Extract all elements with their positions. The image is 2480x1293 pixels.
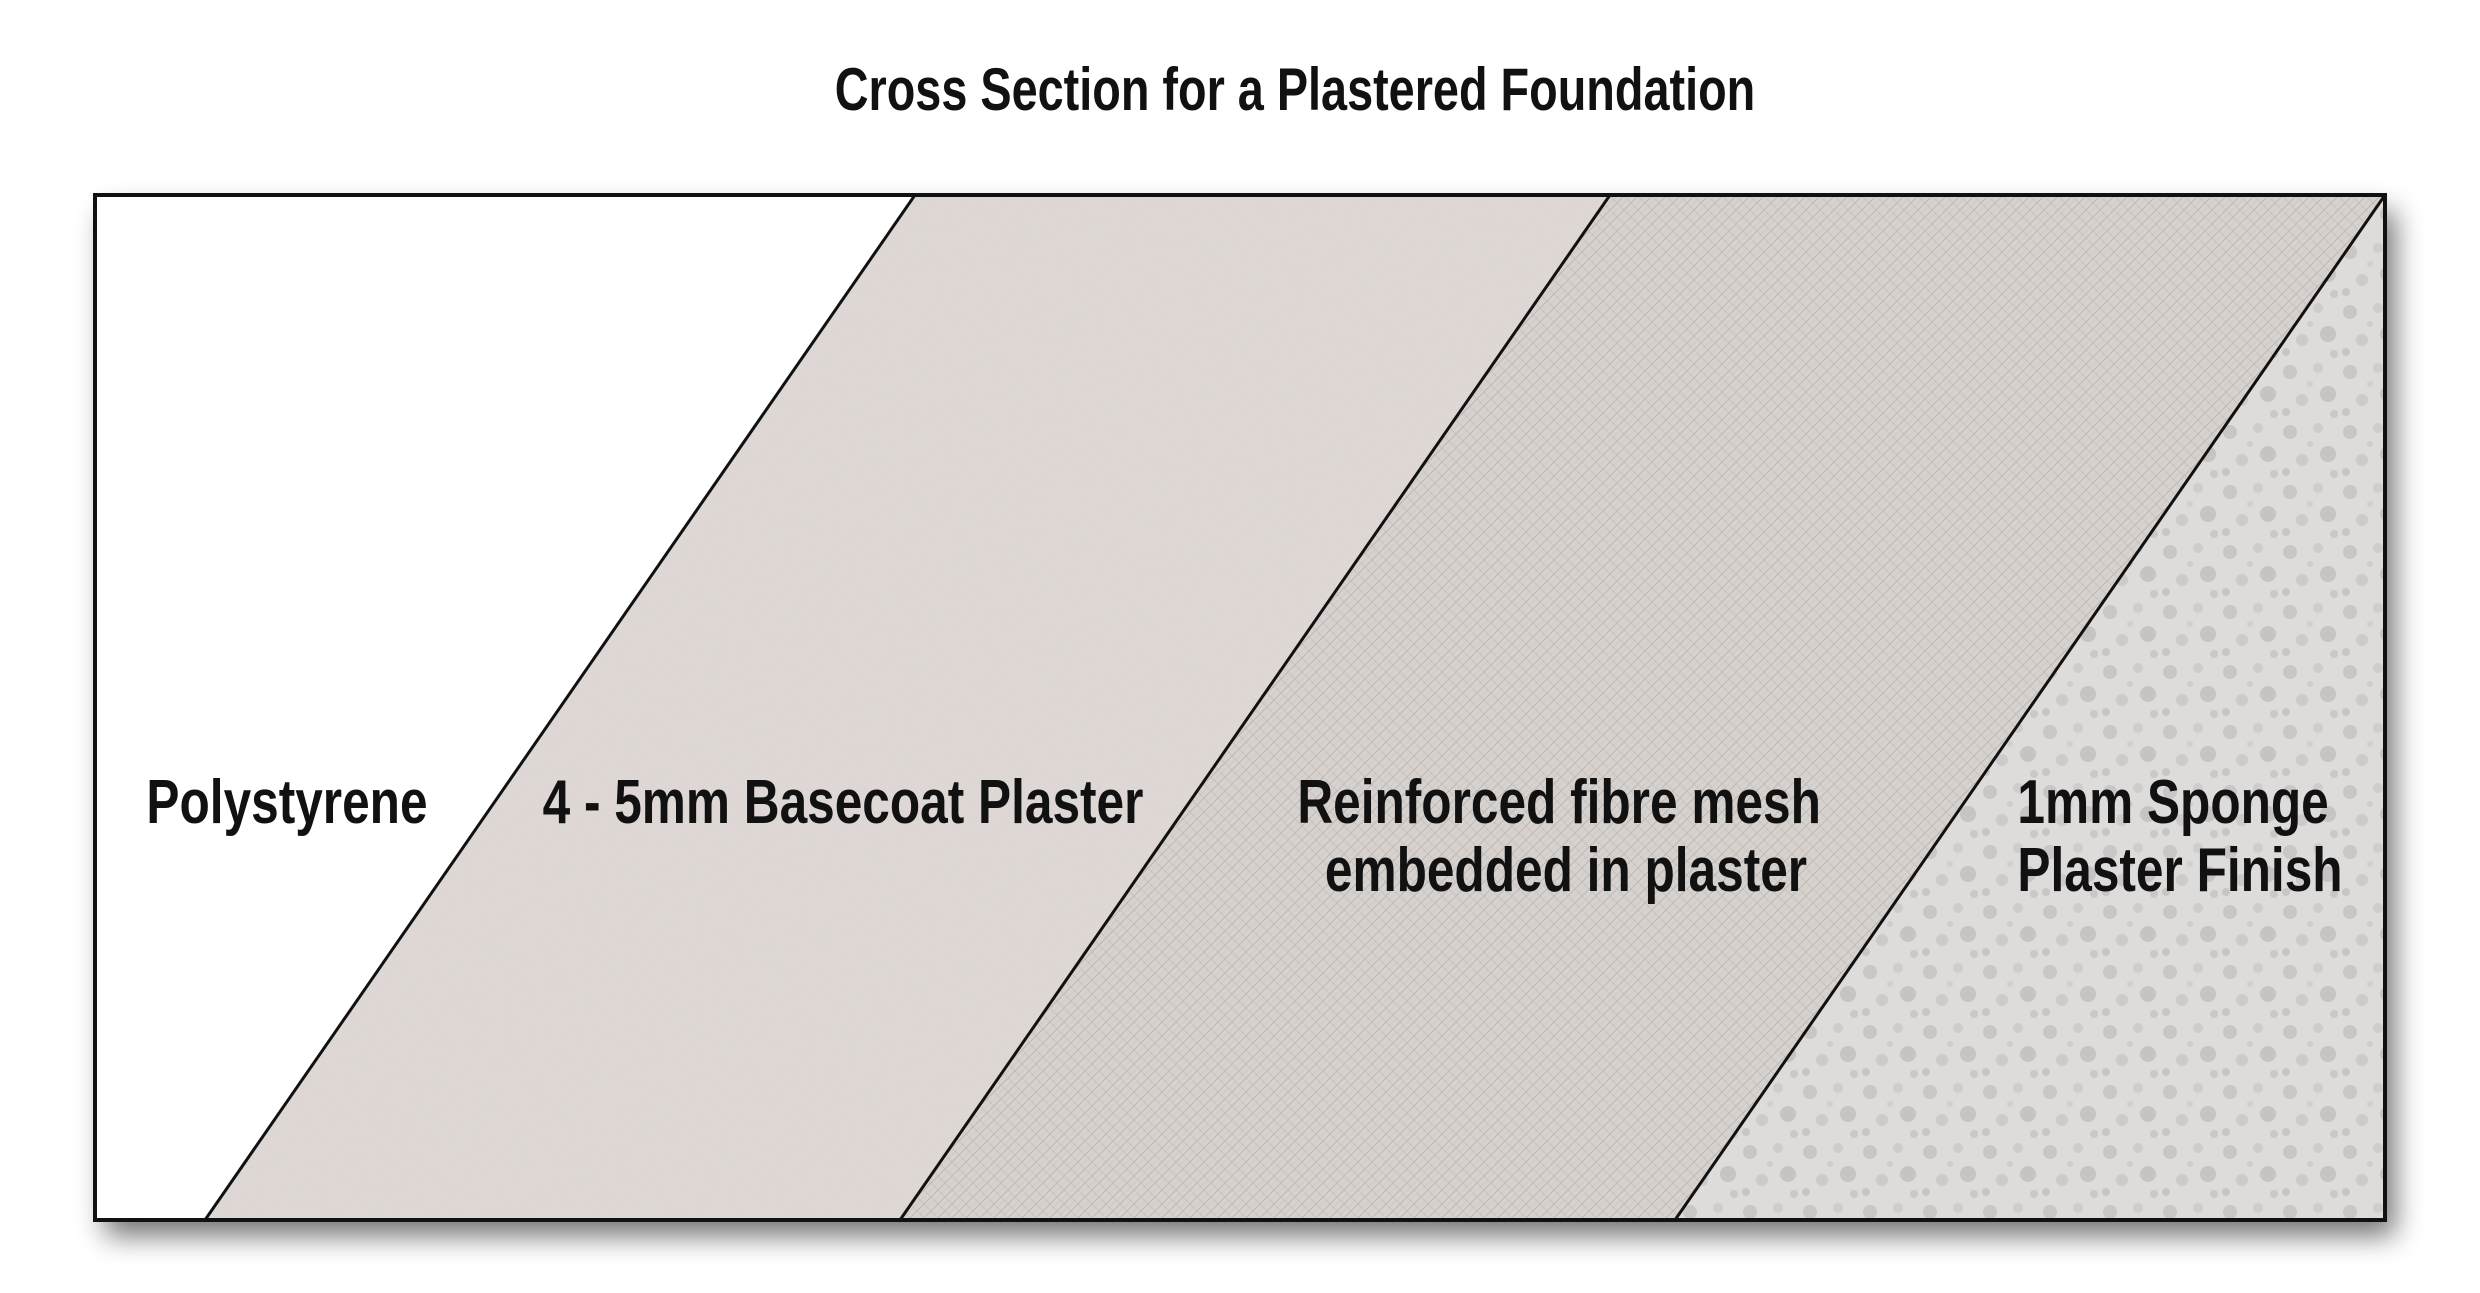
label-line: 4 - 5mm Basecoat Plaster: [543, 767, 1144, 837]
label-basecoat-plaster: 4 - 5mm Basecoat Plaster: [543, 767, 1144, 837]
label-polystyrene: Polystyrene: [146, 767, 427, 837]
label-line: Polystyrene: [146, 767, 427, 837]
divider-line: [1673, 194, 2387, 1221]
layer-fibre-mesh: [900, 195, 2385, 1220]
layer-polystyrene: [95, 195, 915, 1220]
label-line: 1mm Sponge: [2017, 767, 2328, 837]
label-line: Plaster Finish: [2017, 835, 2342, 905]
diagram-frame: [93, 193, 2387, 1222]
layer-basecoat-plaster: [205, 195, 1610, 1220]
label-line: embedded in plaster: [1325, 835, 1807, 905]
diagram-title: Cross Section for a Plastered Foundation: [834, 56, 1756, 123]
label-fibre-mesh: Reinforced fibre mesh embedded in plaste…: [1297, 767, 1834, 905]
label-sponge-finish: 1mm Sponge Plaster Finish: [2017, 767, 2342, 905]
divider-line: [898, 194, 1612, 1221]
label-line: Reinforced fibre mesh: [1297, 767, 1821, 837]
divider-line: [203, 194, 917, 1221]
